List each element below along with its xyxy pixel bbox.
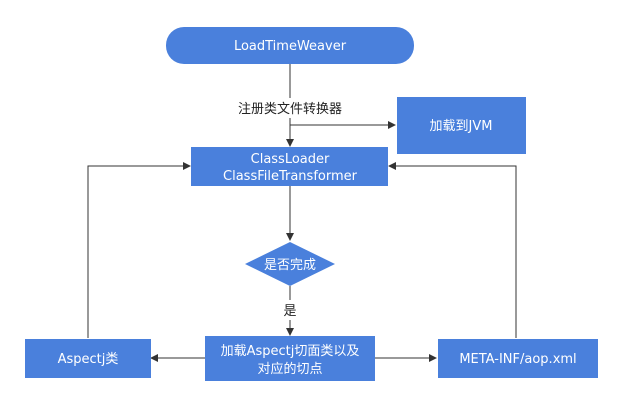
node-label: Aspectj类 bbox=[58, 352, 119, 367]
node-load-time-weaver: LoadTimeWeaver bbox=[166, 27, 414, 64]
node-decision-is-done: 是否完成 bbox=[245, 242, 335, 286]
node-meta-inf: META-INF/aop.xml bbox=[438, 339, 598, 378]
edge-aspectjclass-to-classloader bbox=[87, 162, 191, 338]
node-shape bbox=[438, 339, 598, 378]
edge-label-yes: 是 bbox=[283, 304, 296, 319]
node-label-line-2: 对应的切点 bbox=[257, 361, 322, 377]
node-shape bbox=[245, 242, 335, 286]
node-label: LoadTimeWeaver bbox=[234, 39, 347, 54]
edge-metainf-to-classloader bbox=[388, 162, 517, 338]
node-shape bbox=[205, 336, 375, 381]
node-aspectj-class: Aspectj类 bbox=[25, 339, 151, 378]
node-load-to-jvm: 加载到JVM bbox=[397, 97, 526, 154]
node-label-line-2: ClassFileTransformer bbox=[223, 169, 358, 184]
edges bbox=[87, 64, 517, 362]
node-label-line-1: ClassLoader bbox=[251, 152, 330, 167]
node-shape bbox=[25, 339, 151, 378]
node-shape bbox=[191, 147, 388, 186]
node-label-line-1: 加载Aspectj切面类以及 bbox=[221, 344, 360, 359]
node-label: META-INF/aop.xml bbox=[459, 352, 576, 367]
node-load-aspect: 加载Aspectj切面类以及 对应的切点 bbox=[205, 336, 375, 381]
node-shape bbox=[166, 27, 414, 64]
node-label: 加载到JVM bbox=[430, 119, 493, 134]
node-class-loader: ClassLoader ClassFileTransformer bbox=[191, 147, 388, 186]
node-shape bbox=[397, 97, 526, 154]
edge-label-register-transformer: 注册类文件转换器 bbox=[238, 102, 342, 117]
node-label: 是否完成 bbox=[264, 258, 316, 273]
